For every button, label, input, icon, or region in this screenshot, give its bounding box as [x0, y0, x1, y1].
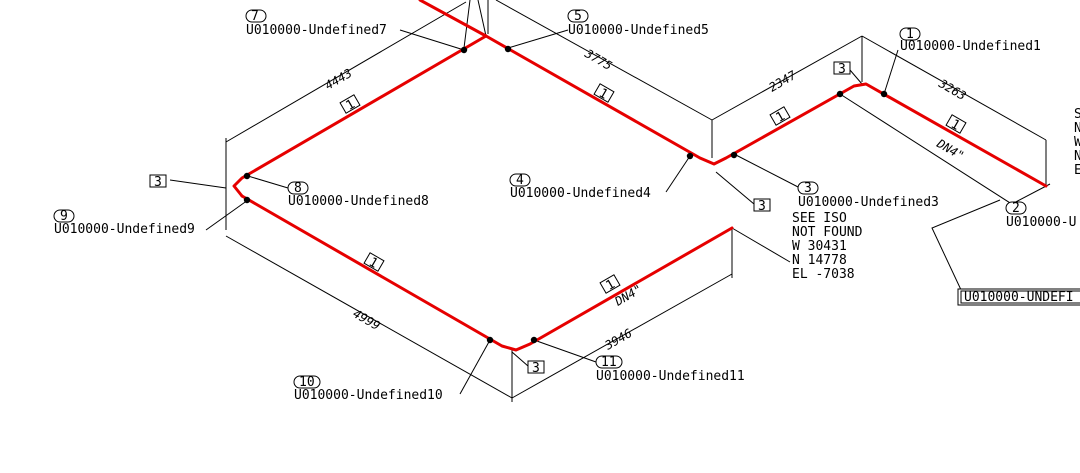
dim-4443: 4443 [323, 66, 355, 93]
dim-2347: 2347 [767, 68, 800, 95]
dim-3775: 3775 [582, 46, 615, 73]
reference-box-label: U010000-UNDEFI [964, 290, 1074, 305]
tag-9: U010000-Undefined9 [54, 222, 195, 237]
iso-note-line-1: SEE ISO [792, 211, 847, 226]
dim-3263: 3263 [936, 76, 969, 103]
size-label-upper: DN4" [934, 136, 967, 163]
pipe-segment-left-upper [232, 34, 488, 198]
balloon-7: 7 [251, 9, 259, 24]
component-tags: U010000-Undefined7 U010000-Undefined5 U0… [54, 23, 1076, 403]
balloon-9: 9 [60, 209, 68, 224]
node-7 [460, 46, 468, 54]
tag-2: U010000-U [1006, 215, 1076, 230]
dim-4999: 4999 [351, 306, 383, 333]
svg-text:E: E [1074, 163, 1080, 178]
callout-box-3-d: 3 [532, 361, 540, 376]
node-8 [243, 172, 251, 180]
node-10 [486, 336, 494, 344]
callout-box-3-b: 3 [838, 62, 846, 77]
tag-11: U010000-Undefined11 [596, 369, 745, 384]
callout-boxes: 1 1 1 1 1 1 3 3 3 3 [149, 61, 967, 376]
balloon-10: 10 [299, 375, 315, 390]
node-4 [686, 152, 694, 160]
node-9 [243, 196, 251, 204]
balloon-3: 3 [804, 181, 812, 196]
node-3 [730, 151, 738, 159]
svg-text:N: N [1074, 121, 1080, 136]
svg-text:S: S [1074, 107, 1080, 122]
iso-note-line-4: N 14778 [792, 253, 847, 268]
iso-note-line-3: W 30431 [792, 239, 847, 254]
callout-box-3-a: 3 [154, 175, 162, 190]
right-note-fragment: S N W N E [1074, 107, 1080, 178]
component-balloons: 7 5 1 4 3 2 8 9 10 11 [53, 9, 1027, 390]
tag-4: U010000-Undefined4 [510, 186, 651, 201]
tag-8: U010000-Undefined8 [288, 194, 429, 209]
balloon-11: 11 [601, 355, 617, 370]
node-5 [504, 45, 512, 53]
balloon-1: 1 [906, 27, 914, 42]
balloon-2: 2 [1012, 201, 1020, 216]
pipe-segment-left-lower [240, 194, 734, 352]
svg-text:W: W [1074, 135, 1080, 150]
tag-1: U010000-Undefined1 [900, 39, 1041, 54]
balloon-4: 4 [516, 173, 524, 188]
pipe-segment-top [418, 0, 488, 38]
fitting-nodes [243, 45, 888, 344]
callout-box-3-c: 3 [758, 199, 766, 214]
iso-note-line-5: EL -7038 [792, 267, 855, 282]
balloon-8: 8 [294, 181, 302, 196]
tag-3: U010000-Undefined3 [798, 195, 939, 210]
tag-5: U010000-Undefined5 [568, 23, 709, 38]
tag-10: U010000-Undefined10 [294, 388, 443, 403]
dim-3946: 3946 [602, 326, 635, 353]
node-11 [530, 336, 538, 344]
reference-box: U010000-UNDEFI [957, 288, 1080, 306]
node-1 [880, 90, 888, 98]
iso-note-line-2: NOT FOUND [792, 225, 863, 240]
tag-7: U010000-Undefined7 [246, 23, 387, 38]
iso-note: SEE ISO NOT FOUND W 30431 N 14778 EL -70… [792, 211, 863, 282]
pipe-segment-mid [484, 34, 1048, 188]
balloon-5: 5 [574, 9, 582, 24]
svg-text:N: N [1074, 149, 1080, 164]
pipe-route [232, 0, 1048, 352]
node-3b [836, 90, 844, 98]
